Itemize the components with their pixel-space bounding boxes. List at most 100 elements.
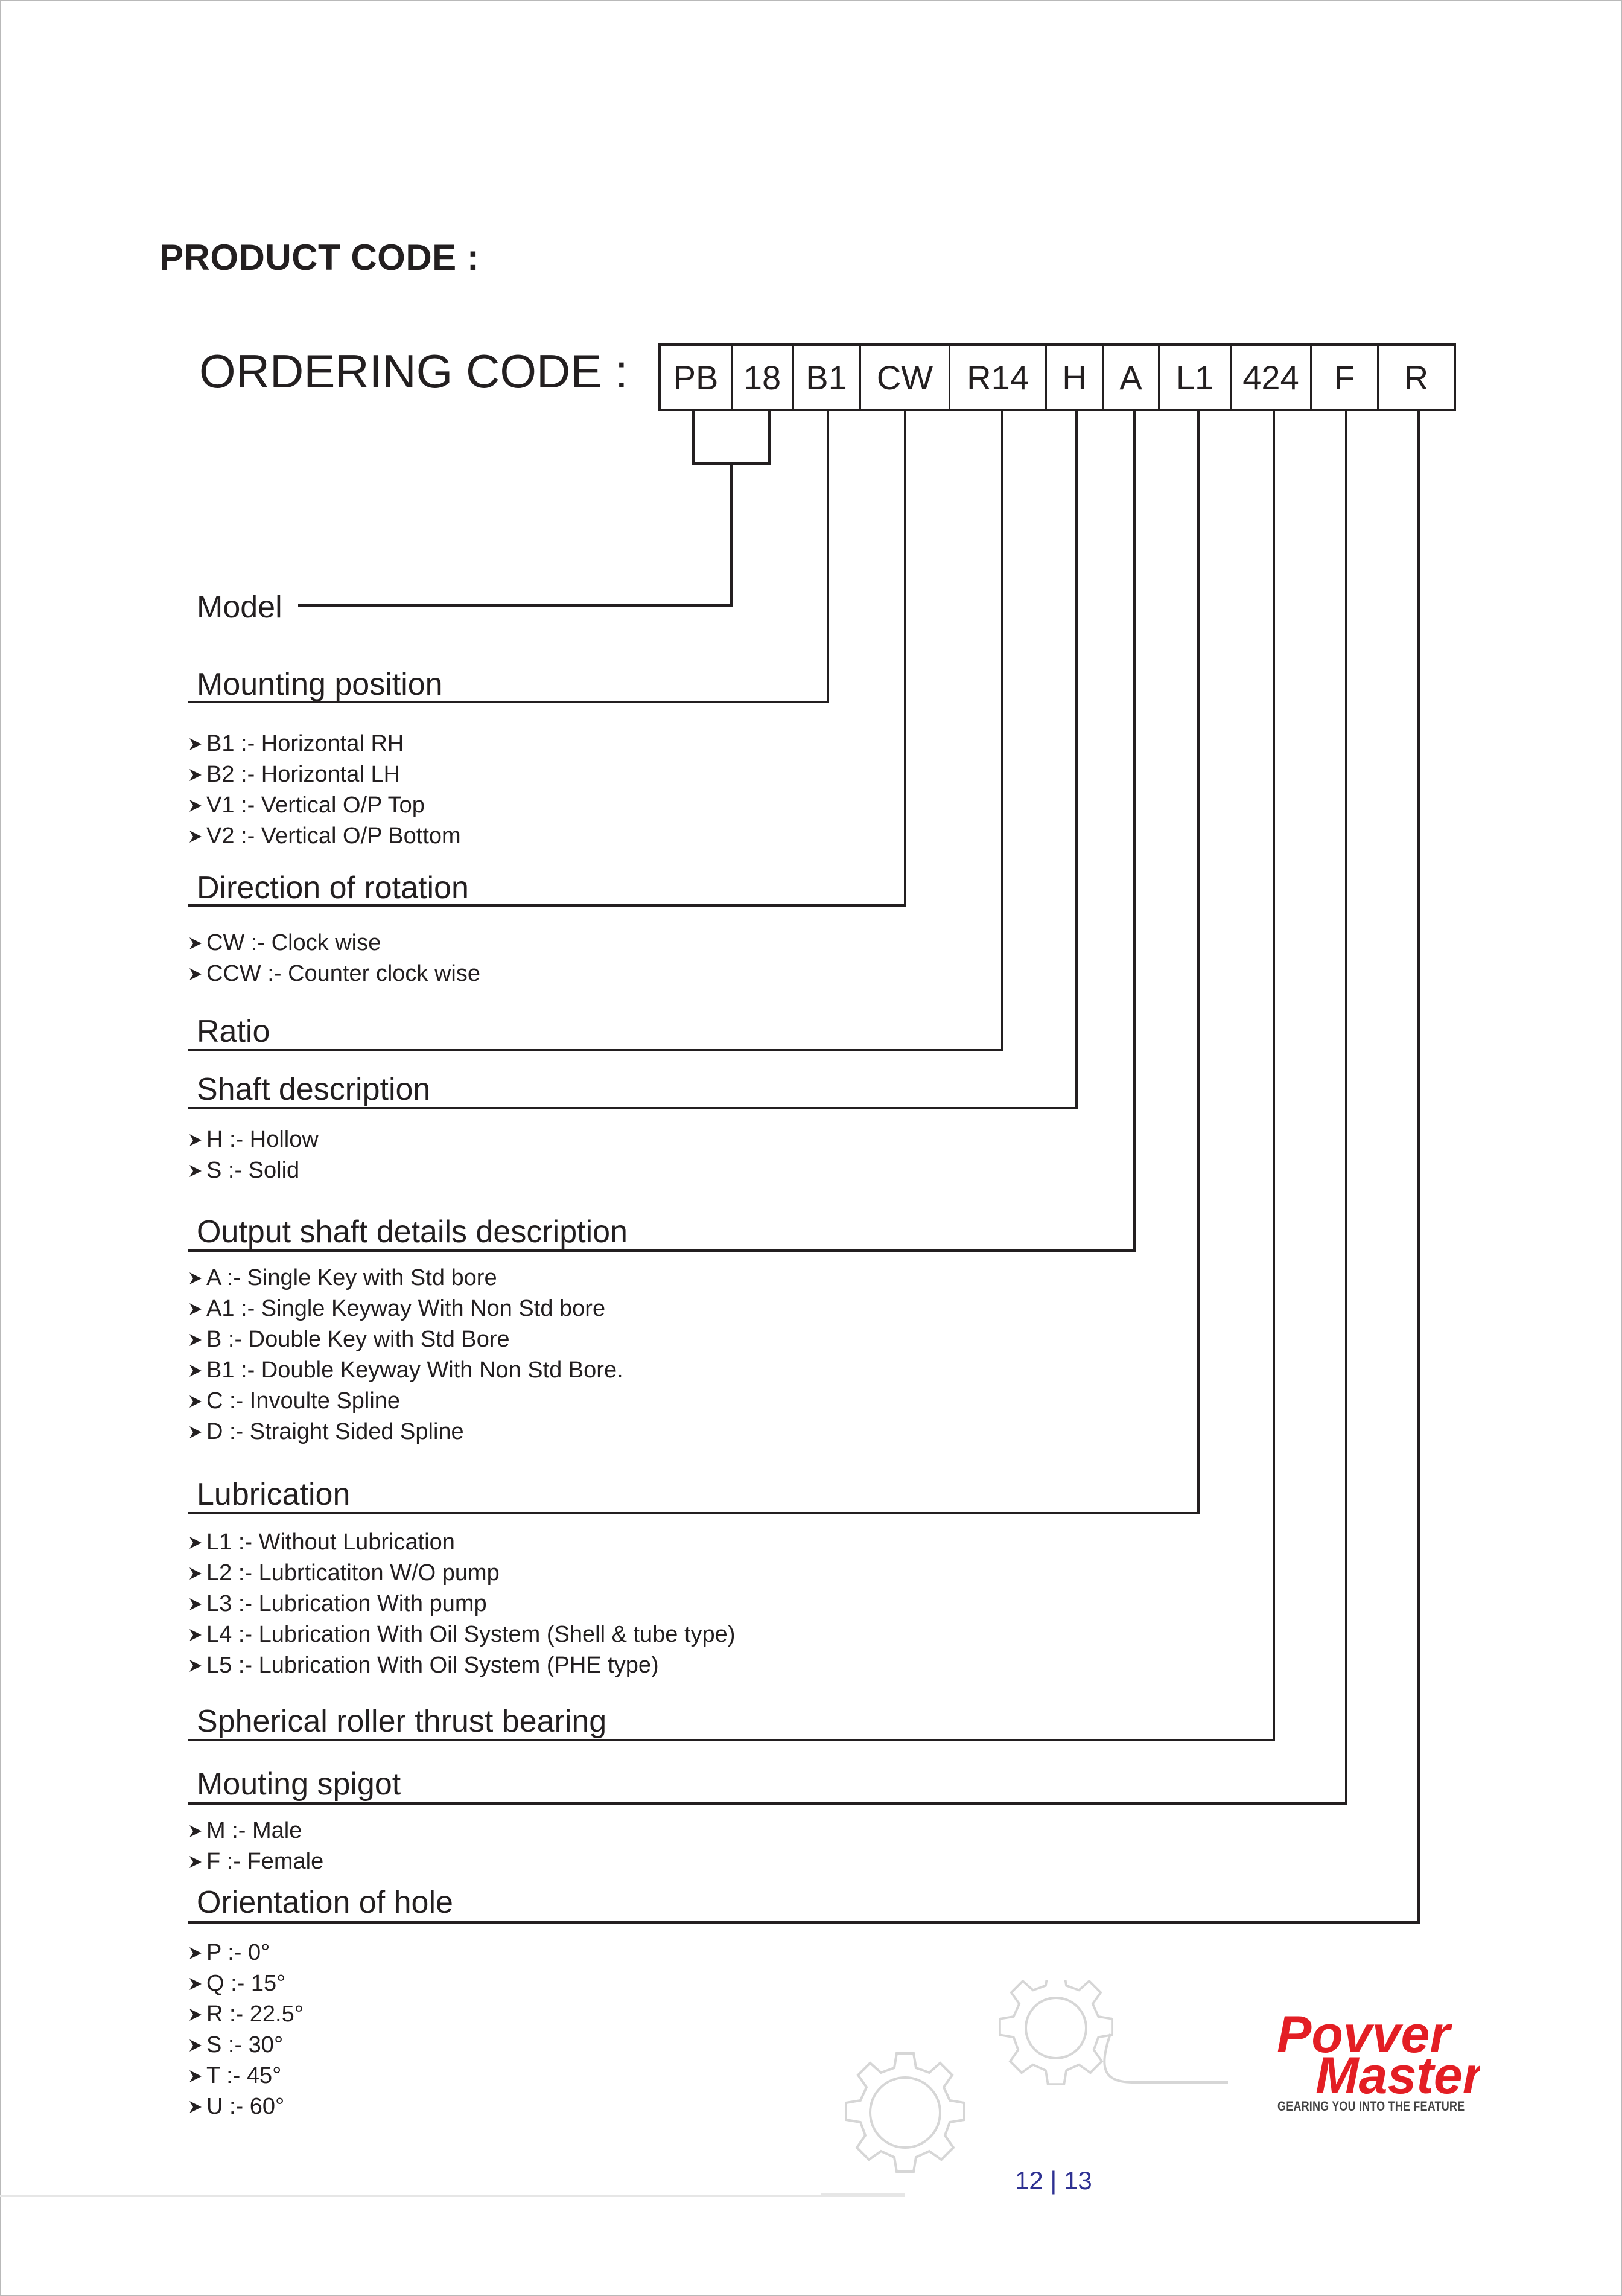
spigot-options-list: M :- Male F :- Female (188, 1816, 323, 1877)
arrowhead-bullet-icon (189, 1272, 202, 1284)
code-segment: R (1404, 358, 1429, 397)
section-heading-model: Model (197, 590, 282, 625)
arrowhead-bullet-icon (189, 1536, 202, 1549)
shaft-options-list: H :- Hollow S :- Solid (188, 1124, 319, 1186)
section-heading-lubrication: Lubrication (197, 1477, 351, 1512)
code-segment: R14 (950, 346, 1047, 409)
arrowhead-bullet-icon (189, 1567, 202, 1580)
code-segment: 424 (1232, 346, 1312, 409)
leader-line-model (692, 411, 771, 465)
code-segment: H (1047, 346, 1104, 409)
leader-line-orientation (188, 411, 1420, 1924)
leader-line-shaft (188, 411, 1078, 1109)
arrowhead-bullet-icon (189, 799, 202, 812)
section-heading-spigot: Mouting spigot (197, 1767, 401, 1802)
logo-text-line1: Povver (1277, 2006, 1452, 2064)
code-segment: L1 (1160, 346, 1232, 409)
section-heading-output-shaft: Output shaft details description (197, 1214, 628, 1249)
footer-divider (0, 2195, 905, 2197)
code-segment: 18 (733, 346, 794, 409)
section-heading-mounting: Mounting position (197, 667, 443, 702)
code-segment: F (1312, 346, 1379, 409)
list-item: Q :- 15° (188, 1968, 304, 1999)
arrowhead-bullet-icon (189, 1628, 202, 1641)
list-item: CCW :- Counter clock wise (188, 958, 480, 989)
arrowhead-bullet-icon (189, 1659, 202, 1672)
arrowhead-bullet-icon (189, 738, 202, 750)
leader-line-bearing (188, 411, 1275, 1741)
arrowhead-bullet-icon (189, 2039, 202, 2052)
list-item: P :- 0° (188, 1937, 304, 1968)
ordering-code-box: PB 18 B1 CW R14 H A L1 424 F R (658, 343, 1456, 411)
arrowhead-bullet-icon (189, 2070, 202, 2082)
arrowhead-bullet-icon (189, 1364, 202, 1377)
list-item: L2 :- Lubrticatiton W/O pump (188, 1558, 735, 1589)
list-item: C :- Invoulte Spline (188, 1386, 623, 1417)
list-item: L4 :- Lubrication With Oil System (Shell… (188, 1619, 735, 1650)
list-item: A :- Single Key with Std bore (188, 1263, 623, 1293)
leader-line-mounting (188, 411, 829, 703)
arrowhead-bullet-icon (189, 1977, 202, 1990)
list-item: S :- 30° (188, 2030, 304, 2061)
arrowhead-bullet-icon (189, 937, 202, 949)
list-item: B1 :- Double Keyway With Non Std Bore. (188, 1355, 623, 1386)
output-shaft-options-list: A :- Single Key with Std bore A1 :- Sing… (188, 1263, 623, 1447)
arrowhead-bullet-icon (189, 1855, 202, 1868)
arrowhead-bullet-icon (189, 1825, 202, 1837)
arrowhead-bullet-icon (189, 1164, 202, 1177)
section-heading-bearing: Spherical roller thrust bearing (197, 1704, 607, 1739)
code-segment: A (1104, 346, 1160, 409)
logo-text-line2: Master (1315, 2047, 1480, 2105)
list-item: F :- Female (188, 1846, 323, 1877)
logo-tagline: GEARING YOU INTO THE FEATURE (1277, 2099, 1465, 2114)
leader-line-output (188, 411, 1136, 1252)
section-heading-ratio: Ratio (197, 1014, 270, 1049)
section-heading-rotation: Direction of rotation (197, 870, 469, 905)
rotation-options-list: CW :- Clock wise CCW :- Counter clock wi… (188, 928, 480, 989)
page-numbers: 12 | 13 (1015, 2166, 1092, 2195)
leader-line-lubrication (188, 411, 1200, 1514)
arrowhead-bullet-icon (189, 2100, 202, 2113)
leader-line-rotation (188, 411, 906, 907)
arrowhead-bullet-icon (189, 1303, 202, 1315)
leader-line-model-stem (298, 464, 733, 607)
list-item: H :- Hollow (188, 1124, 319, 1155)
list-item: D :- Straight Sided Spline (188, 1417, 623, 1447)
list-item: V1 :- Vertical O/P Top (188, 790, 461, 821)
list-item: CW :- Clock wise (188, 928, 480, 958)
list-item: V2 :- Vertical O/P Bottom (188, 821, 461, 852)
mounting-options-list: B1 :- Horizontal RH B2 :- Horizontal LH … (188, 729, 461, 852)
lubrication-options-list: L1 :- Without Lubrication L2 :- Lubrtica… (188, 1527, 735, 1681)
arrowhead-bullet-icon (189, 968, 202, 980)
leader-line-ratio (188, 411, 1003, 1051)
arrowhead-bullet-icon (189, 768, 202, 781)
code-segment: PB (661, 346, 733, 409)
section-heading-orientation: Orientation of hole (197, 1885, 453, 1920)
list-item: A1 :- Single Keyway With Non Std bore (188, 1293, 623, 1324)
list-item: L3 :- Lubrication With pump (188, 1589, 735, 1619)
arrowhead-bullet-icon (189, 1134, 202, 1146)
power-master-logo: Povver Master (1277, 2006, 1480, 2105)
list-item: R :- 22.5° (188, 1999, 304, 2030)
list-item: S :- Solid (188, 1155, 319, 1186)
list-item: B2 :- Horizontal LH (188, 759, 461, 790)
list-item: L1 :- Without Lubrication (188, 1527, 735, 1558)
leader-line-spigot (188, 411, 1347, 1805)
arrowhead-bullet-icon (189, 2008, 202, 2021)
arrowhead-bullet-icon (189, 1947, 202, 1959)
arrowhead-bullet-icon (189, 1395, 202, 1408)
arrowhead-bullet-icon (189, 830, 202, 843)
arrowhead-bullet-icon (189, 1333, 202, 1346)
section-heading-shaft: Shaft description (197, 1072, 431, 1107)
list-item: U :- 60° (188, 2091, 304, 2122)
list-item: B :- Double Key with Std Bore (188, 1324, 623, 1355)
code-segment: CW (861, 346, 950, 409)
orientation-options-list: P :- 0° Q :- 15° R :- 22.5° S :- 30° T :… (188, 1937, 304, 2122)
arrowhead-bullet-icon (189, 1426, 202, 1438)
code-segment: B1 (794, 346, 861, 409)
ordering-code-label: ORDERING CODE : (199, 345, 628, 398)
list-item: B1 :- Horizontal RH (188, 729, 461, 759)
list-item: M :- Male (188, 1816, 323, 1846)
list-item: L5 :- Lubrication With Oil System (PHE t… (188, 1650, 735, 1681)
